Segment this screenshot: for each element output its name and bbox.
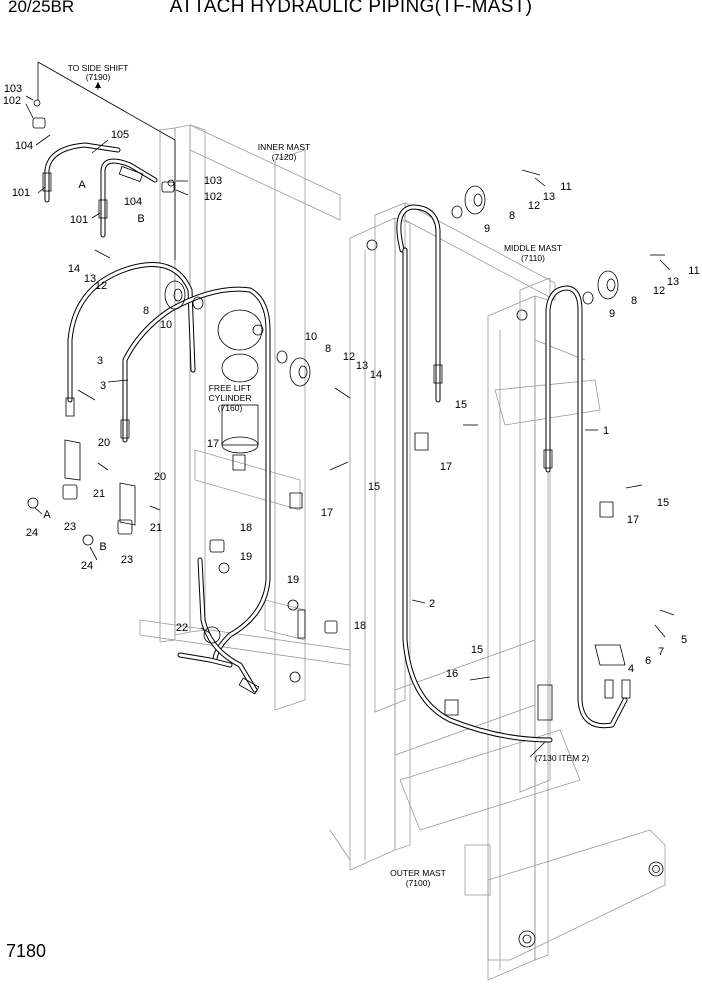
callout-104: 104 <box>15 140 33 152</box>
callout-17: 17 <box>321 507 333 519</box>
callout-8: 8 <box>631 295 637 307</box>
callout-11: 11 <box>688 265 699 277</box>
to-side-shift-ref: (7190) <box>86 72 111 82</box>
callout-8: 8 <box>325 343 331 355</box>
callout-9: 9 <box>484 223 490 235</box>
free-lift-label: FREE LIFT <box>209 383 252 393</box>
elbows-plugs <box>27 99 338 644</box>
ref-7130-label: (7130 ITEM 2) <box>535 753 589 763</box>
inner-mast-label: INNER MAST <box>258 142 310 152</box>
callout-102: 102 <box>3 95 21 107</box>
callout-13: 13 <box>543 191 555 203</box>
middle-mast-label: MIDDLE MAST <box>504 243 562 253</box>
model-code: 20/25BR <box>8 0 75 16</box>
callout-3: 3 <box>97 355 103 367</box>
callout-5: 5 <box>681 634 687 646</box>
callout-10: 10 <box>160 319 172 331</box>
callout-12: 12 <box>343 351 355 363</box>
side-shift-leader <box>37 61 176 260</box>
callout-13: 13 <box>667 276 679 288</box>
callout-15: 15 <box>368 481 380 493</box>
callout-7: 7 <box>658 646 664 658</box>
callout-20: 20 <box>154 471 166 483</box>
callout-17: 17 <box>627 514 639 526</box>
callout-4: 4 <box>628 663 634 675</box>
brackets <box>64 432 626 721</box>
callout-17: 17 <box>440 461 452 473</box>
callout-23: 23 <box>121 554 133 566</box>
callout-8: 8 <box>143 305 149 317</box>
callout-24: 24 <box>26 527 38 539</box>
callout-12: 12 <box>653 285 665 297</box>
callout-8: 8 <box>509 210 515 222</box>
free-lift-cylinder <box>217 309 264 454</box>
callout-104: 104 <box>124 196 142 208</box>
callout-24: 24 <box>81 560 93 572</box>
bolts <box>94 169 675 681</box>
callout-b: B <box>99 541 106 553</box>
middle-mast-ref: (7110) <box>521 253 545 263</box>
hoses <box>44 142 628 743</box>
callout-13: 13 <box>84 273 96 285</box>
hose-fittings <box>42 165 631 699</box>
callout-18: 18 <box>240 522 252 534</box>
callout-14: 14 <box>370 369 382 381</box>
callout-23: 23 <box>64 521 76 533</box>
outer-mast-label: OUTER MAST <box>390 868 446 878</box>
callout-102: 102 <box>204 191 222 203</box>
callout-101: 101 <box>70 214 88 226</box>
callout-14: 14 <box>68 263 80 275</box>
outer-mast-ref: (7100) <box>406 878 431 888</box>
to-side-shift-label: TO SIDE SHIFT <box>68 63 129 73</box>
callout-19: 19 <box>287 574 299 586</box>
callout-17: 17 <box>207 438 219 450</box>
sheaves <box>164 185 619 387</box>
area-labels: TO SIDE SHIFT (7190) INNER MAST (7120) M… <box>68 63 590 888</box>
callout-b: B <box>137 213 144 225</box>
free-lift-ref: (7160) <box>218 403 243 413</box>
callout-15: 15 <box>471 644 483 656</box>
callout-101: 101 <box>12 187 30 199</box>
callout-a: A <box>78 179 86 191</box>
leader-lines <box>25 95 671 758</box>
callout-15: 15 <box>657 497 669 509</box>
callout-numbers: 103 102 104 105 101 101 104 A B 103 102 … <box>3 83 700 680</box>
callout-18: 18 <box>354 620 366 632</box>
callout-11: 11 <box>560 181 571 193</box>
callout-16: 16 <box>446 668 458 680</box>
callout-13: 13 <box>356 360 368 372</box>
callout-15: 15 <box>455 399 467 411</box>
page-number: 7180 <box>6 941 47 961</box>
callout-10: 10 <box>305 331 317 343</box>
callout-1: 1 <box>603 425 609 437</box>
callout-6: 6 <box>645 655 651 667</box>
callout-12: 12 <box>528 200 540 212</box>
callout-19: 19 <box>240 551 252 563</box>
page-title: ATTACH HYDRAULIC PIPING(TF-MAST) <box>169 0 533 17</box>
callout-3: 3 <box>100 380 106 392</box>
callout-2: 2 <box>429 598 435 610</box>
inner-mast-ref: (7120) <box>272 152 297 162</box>
callout-20: 20 <box>98 437 110 449</box>
callout-9: 9 <box>609 308 615 320</box>
callout-21: 21 <box>93 488 105 500</box>
outer-mast <box>329 217 666 981</box>
callout-103: 103 <box>4 83 22 95</box>
middle-mast <box>374 202 601 793</box>
free-lift-label-2: CYLINDER <box>209 393 252 403</box>
callout-22: 22 <box>176 622 188 634</box>
callout-105: 105 <box>111 129 129 141</box>
callout-21: 21 <box>150 522 162 534</box>
callout-12: 12 <box>95 280 107 292</box>
callout-a: A <box>43 509 51 521</box>
callout-103: 103 <box>204 175 222 187</box>
